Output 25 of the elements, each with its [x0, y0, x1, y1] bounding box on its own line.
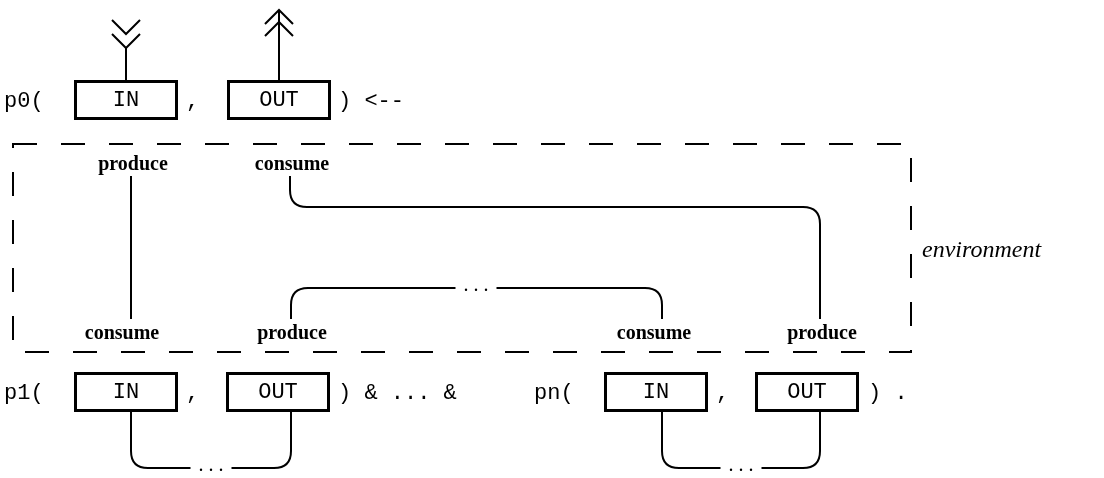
code-text: ) & ... & [338, 380, 457, 406]
port-label: produce [80, 150, 186, 176]
parameter-box: IN [74, 80, 178, 120]
parameter-box: OUT [755, 372, 859, 412]
port-label: produce [768, 319, 876, 345]
code-text: , [186, 88, 200, 114]
code-text: p1( [4, 380, 44, 406]
code-text: pn( [534, 380, 574, 406]
connector-line [289, 175, 821, 320]
code-text: p0( [4, 88, 44, 114]
code-text: , [186, 380, 200, 406]
port-label: produce [238, 319, 346, 345]
port-label: consume [66, 319, 178, 345]
parameter-box: IN [604, 372, 708, 412]
connector-line [290, 287, 663, 320]
parameter-box: OUT [227, 80, 331, 120]
parameter-box: IN [74, 372, 178, 412]
port-label: consume [240, 150, 344, 176]
code-text: , [716, 380, 730, 406]
connector-line [130, 175, 132, 320]
parameter-box: OUT [226, 372, 330, 412]
code-text: ) <-- [338, 88, 404, 114]
boundary-caption: environment [922, 235, 1042, 264]
code-text: ) . [868, 380, 908, 406]
port-label: consume [598, 319, 710, 345]
